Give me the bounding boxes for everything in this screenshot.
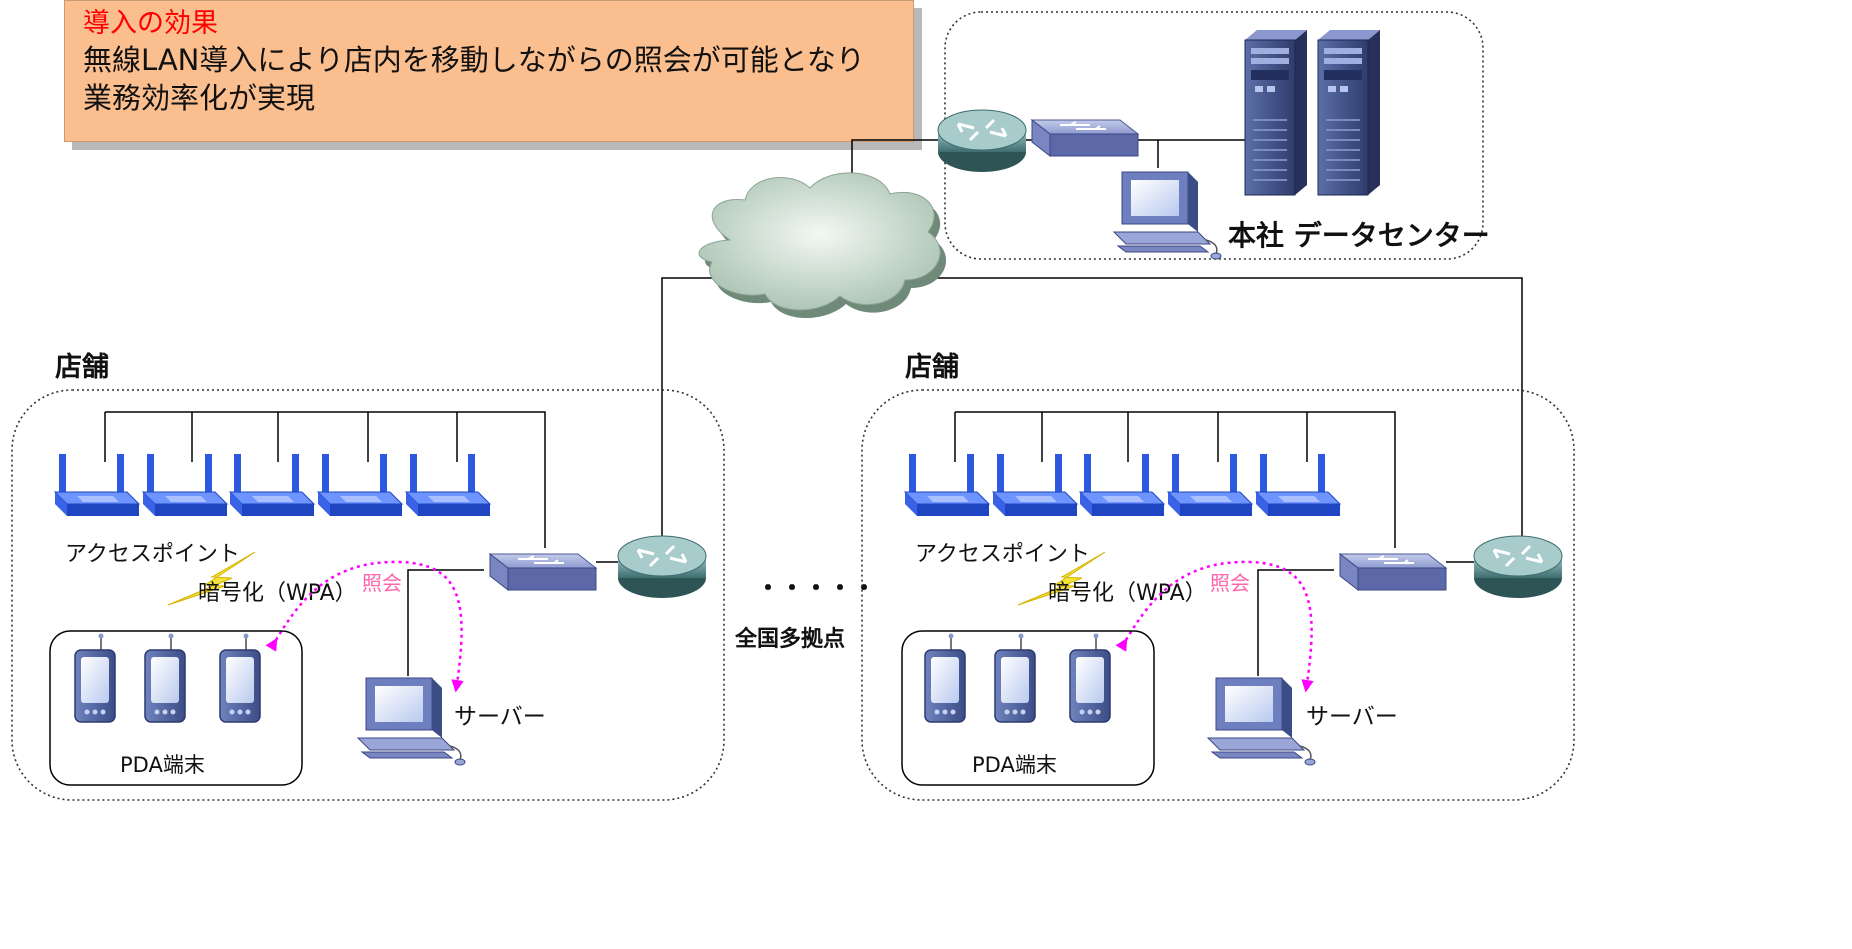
hq-server-tower-icon-2	[1317, 29, 1381, 196]
store1-server-pc-icon	[357, 677, 466, 766]
store2-server-label: サーバー	[1306, 704, 1398, 730]
store2-access-point-icon-4	[1167, 453, 1253, 517]
callout-title: 導入の効果	[83, 8, 218, 39]
store2-title: 店舗	[905, 352, 959, 383]
store1-access-point-icon-4	[317, 453, 403, 517]
store1-encryption-label: 暗号化（WPA）	[198, 581, 357, 606]
hq-label: 本社 データセンター	[1228, 219, 1490, 252]
store2-query-arrow	[1115, 560, 1314, 693]
hq-desktop-pc-icon	[1113, 171, 1222, 260]
store1-pda-icon-3	[219, 632, 261, 723]
store2-switch-icon	[1339, 553, 1447, 591]
store1-title: 店舗	[55, 352, 109, 383]
store2-pda-label: PDA端末	[972, 753, 1057, 777]
store1-access-point-icon-3	[229, 453, 315, 517]
middle-caption: 全国多拠点	[734, 626, 845, 652]
store2-router-icon	[1472, 534, 1564, 600]
effect-callout: 導入の効果 無線LAN導入により店内を移動しながらの照会が可能となり業務効率化が…	[64, 0, 914, 142]
cloud-to-store1-link	[661, 277, 720, 556]
store2-ap-label: アクセスポイント	[915, 542, 1090, 567]
store1-ap-label: アクセスポイント	[65, 542, 240, 567]
cloud-icon	[698, 172, 947, 319]
store1-switch-icon	[489, 553, 597, 591]
hq-switch-icon	[1031, 119, 1139, 157]
store1-query-arrow	[265, 560, 464, 693]
store2-switch-server-link	[1257, 569, 1334, 676]
store2-lightning-icon	[1017, 551, 1106, 606]
store1-pda-group	[49, 630, 303, 786]
hq-server-tower-icon	[1244, 29, 1308, 196]
store1-query-label: 照会	[362, 571, 402, 595]
store1-pda-icon-1	[74, 632, 116, 723]
store1-access-point-icon-1	[54, 453, 140, 517]
cloud-to-store2-link	[900, 277, 1523, 556]
store1-pda-label: PDA端末	[120, 753, 205, 777]
hq-router-icon	[936, 108, 1028, 174]
store2-access-point-icon-2	[992, 453, 1078, 517]
store2-access-point-icon-1	[904, 453, 990, 517]
store1-region	[11, 389, 725, 801]
store2-access-point-icon-3	[1079, 453, 1165, 517]
store2-pda-icon-1	[924, 632, 966, 723]
store1-switch-server-link	[407, 569, 484, 676]
store2-ap-bus	[954, 411, 1396, 548]
store1-ap-bus	[104, 411, 546, 548]
store2-encryption-label: 暗号化（WPA）	[1048, 581, 1207, 606]
store1-router-icon	[616, 534, 708, 600]
store2-pda-icon-2	[994, 632, 1036, 723]
store2-query-label: 照会	[1210, 571, 1250, 595]
store2-pda-group	[901, 630, 1155, 786]
store2-server-pc-icon	[1207, 677, 1316, 766]
store1-server-label: サーバー	[454, 704, 546, 730]
middle-dots: ・・・・・	[756, 574, 876, 602]
store2-pda-icon-3	[1069, 632, 1111, 723]
store1-access-point-icon-2	[142, 453, 228, 517]
hq-switch-links	[1122, 139, 1255, 168]
store1-pda-icon-2	[144, 632, 186, 723]
store1-lightning-icon	[167, 551, 256, 606]
callout-body: 無線LAN導入により店内を移動しながらの照会が可能となり業務効率化が実現	[83, 43, 865, 115]
store1-access-point-icon-5	[405, 453, 491, 517]
store2-access-point-icon-5	[1255, 453, 1341, 517]
store2-region	[861, 389, 1575, 801]
